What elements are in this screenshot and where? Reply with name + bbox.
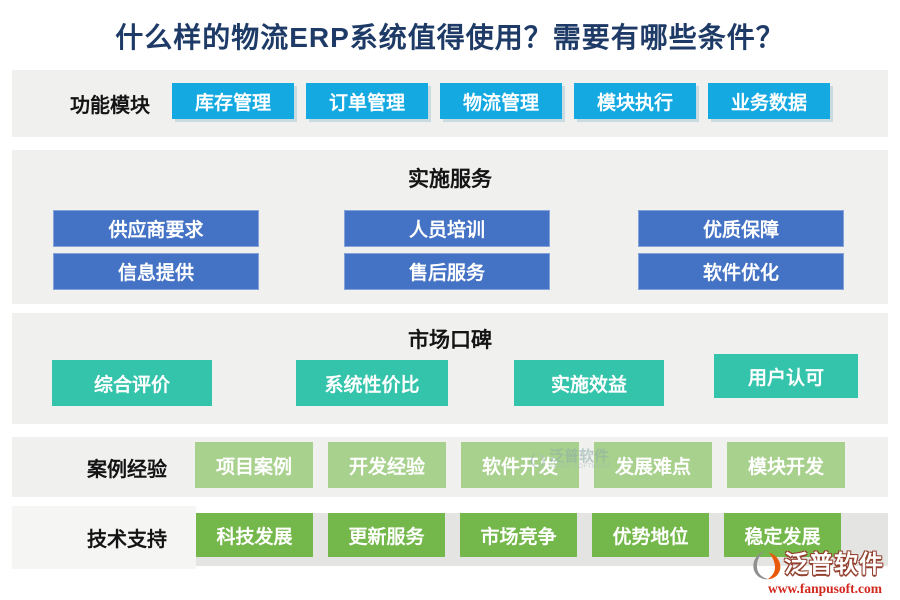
button-market-competition[interactable]: 市场竞争	[460, 513, 577, 557]
button-module-development[interactable]: 模块开发	[727, 442, 845, 488]
section-case-experience: 案例经验 项目案例 开发经验 软件开发 发展难点 模块开发 泛普软件 FANPU…	[12, 437, 888, 497]
section-function-modules: 功能模块 库存管理 订单管理 物流管理 模块执行 业务数据	[12, 70, 888, 137]
button-stable-development[interactable]: 稳定发展	[724, 513, 841, 557]
button-order-management[interactable]: 订单管理	[306, 83, 428, 119]
button-comprehensive-evaluation[interactable]: 综合评价	[52, 360, 212, 406]
button-project-cases[interactable]: 项目案例	[195, 442, 313, 488]
label-case-experience: 案例经验	[87, 458, 167, 481]
button-advantage-position[interactable]: 优势地位	[592, 513, 709, 557]
button-software-optimization[interactable]: 软件优化	[638, 253, 844, 290]
fanpu-logo[interactable]: 泛普软件 www.fanpusoft.com	[752, 550, 898, 596]
page-title: 什么样的物流ERP系统值得使用？需要有哪些条件？	[115, 22, 785, 53]
header-market-reputation: 市场口碑	[408, 329, 492, 352]
button-update-service[interactable]: 更新服务	[328, 513, 445, 557]
button-quality-assurance[interactable]: 优质保障	[638, 210, 844, 247]
fanpu-logo-text: 泛普软件	[784, 551, 884, 578]
section-implementation-services: 实施服务 供应商要求 人员培训 优质保障 信息提供 售后服务 软件优化	[12, 150, 888, 304]
label-function-modules: 功能模块	[70, 95, 150, 117]
button-implementation-benefits[interactable]: 实施效益	[514, 360, 664, 406]
button-system-cost-performance[interactable]: 系统性价比	[296, 360, 448, 406]
label-tech-support: 技术支持	[87, 529, 167, 551]
button-development-experience[interactable]: 开发经验	[328, 442, 446, 488]
button-after-sales-service[interactable]: 售后服务	[344, 253, 550, 290]
button-supplier-requirements[interactable]: 供应商要求	[53, 210, 259, 247]
button-development-difficulties[interactable]: 发展难点	[594, 442, 712, 488]
button-user-recognition[interactable]: 用户认可	[714, 354, 858, 398]
section-market-reputation: 市场口碑 综合评价 系统性价比 实施效益 用户认可	[12, 313, 888, 424]
button-business-data[interactable]: 业务数据	[708, 83, 830, 119]
fanpu-logo-url[interactable]: www.fanpusoft.com	[767, 581, 882, 596]
button-personnel-training[interactable]: 人员培训	[344, 210, 550, 247]
button-technology-development[interactable]: 科技发展	[196, 513, 313, 557]
button-inventory-management[interactable]: 库存管理	[172, 83, 294, 119]
header-implementation-services: 实施服务	[408, 168, 492, 191]
fanpu-logo-icon	[753, 550, 781, 580]
section-tech-support-label-bg	[12, 506, 196, 569]
button-module-execution[interactable]: 模块执行	[574, 83, 696, 119]
button-logistics-management[interactable]: 物流管理	[440, 83, 562, 119]
button-information-provision[interactable]: 信息提供	[53, 253, 259, 290]
button-software-development[interactable]: 软件开发	[461, 442, 579, 488]
